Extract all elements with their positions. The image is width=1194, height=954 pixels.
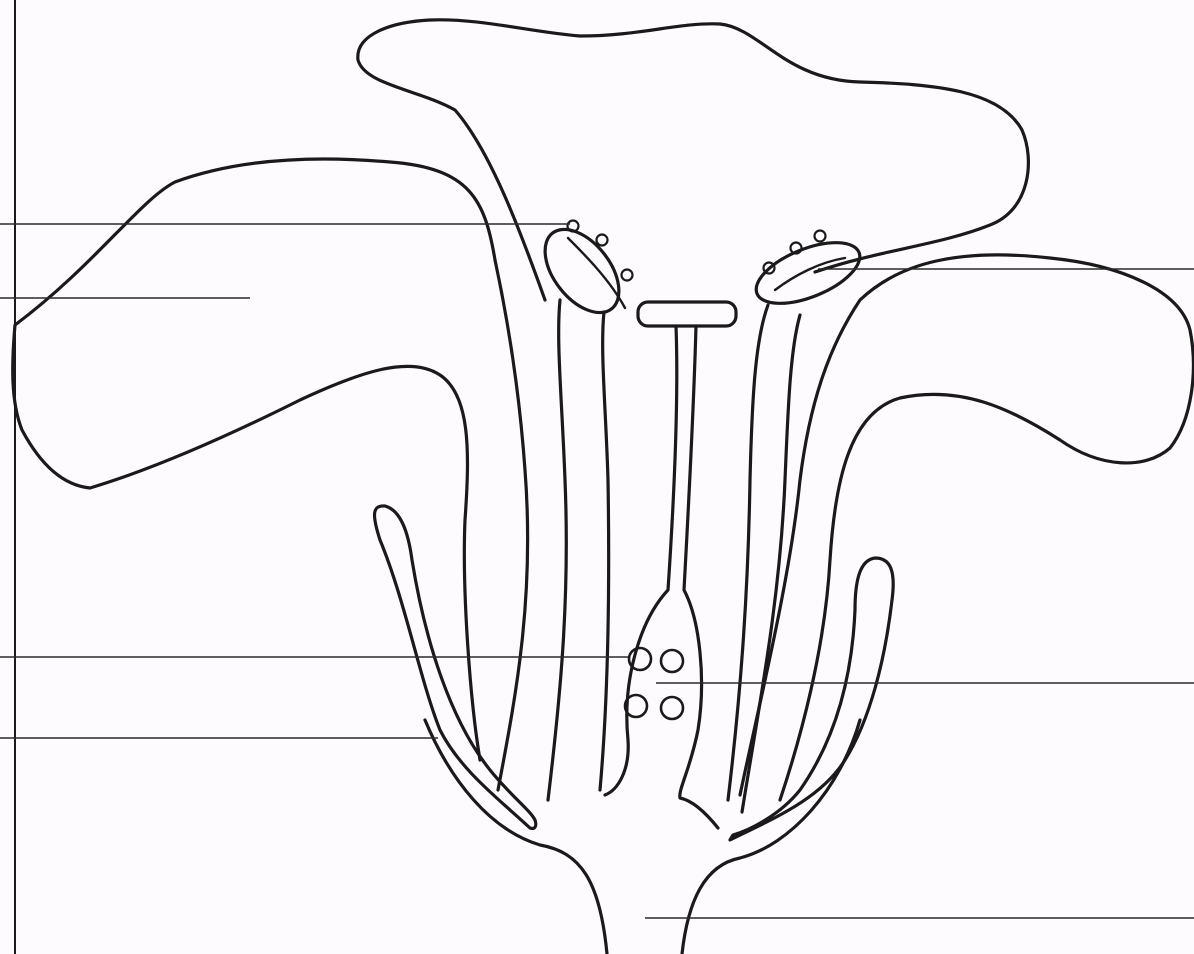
- flower-diagram: [0, 0, 1194, 954]
- diagram-background: [0, 0, 1194, 954]
